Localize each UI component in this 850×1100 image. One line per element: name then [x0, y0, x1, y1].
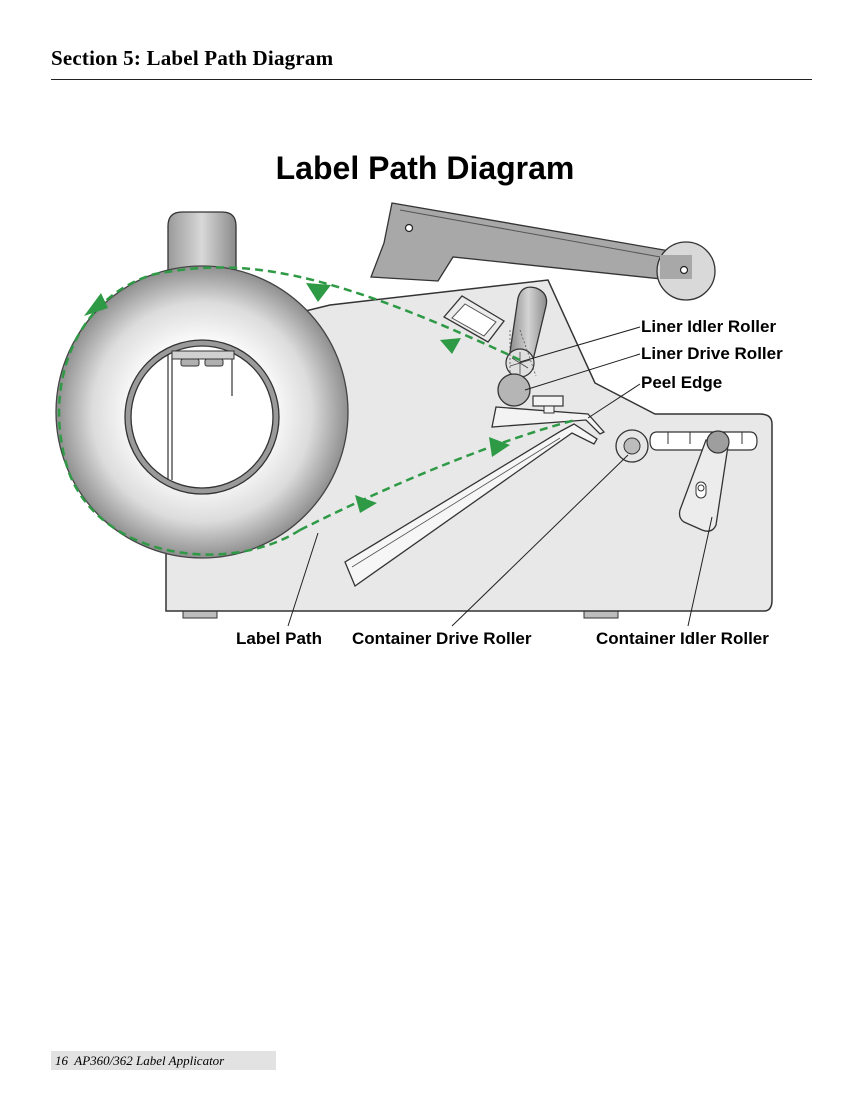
footer-page-label: 16 AP360/362 Label Applicator	[55, 1053, 225, 1068]
liner-idler-column	[509, 286, 548, 361]
callout-container-drive-roller: Container Drive Roller	[352, 629, 532, 648]
arrow-2	[306, 283, 331, 302]
leader-lines	[287, 326, 713, 627]
callout-liner-drive-roller: Liner Drive Roller	[641, 344, 783, 363]
footer-bar	[51, 1051, 276, 1070]
arrow-1	[84, 293, 108, 316]
callout-container-idler-roller: Container Idler Roller	[596, 629, 769, 648]
arm-pivot-left	[404, 223, 414, 233]
label-tray	[344, 423, 598, 587]
header-divider	[51, 79, 812, 80]
label-path-arrows	[84, 283, 510, 513]
arrow-4	[355, 495, 377, 513]
container-idler-roller	[706, 430, 730, 454]
applicator-illustration	[55, 202, 773, 627]
arrow-3	[440, 338, 461, 354]
peel-plate	[491, 406, 606, 435]
section-title: Section 5: Label Path Diagram	[51, 46, 334, 70]
liner-drive-roller	[497, 373, 531, 407]
callout-label-path: Label Path	[236, 629, 322, 648]
upper-arm	[370, 202, 694, 283]
label-path-diagram: Liner Idler Roller Liner Drive Roller Pe…	[55, 202, 783, 648]
callout-peel-edge: Peel Edge	[641, 373, 723, 392]
diagram-title: Label Path Diagram	[275, 150, 575, 186]
callout-liner-idler-roller: Liner Idler Roller	[641, 317, 777, 336]
idler-slot	[649, 431, 758, 451]
arrow-5	[489, 437, 510, 457]
label-path-line	[57, 266, 576, 556]
roll-core-inner	[130, 345, 274, 489]
